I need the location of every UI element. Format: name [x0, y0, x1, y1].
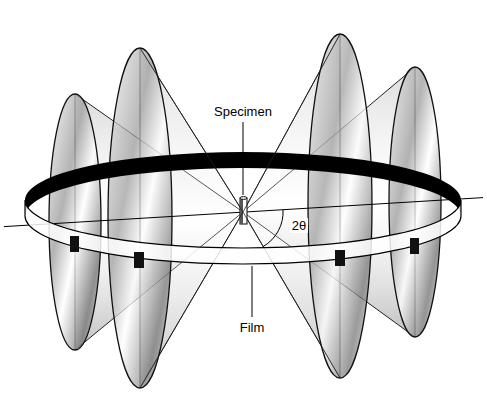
film-exposed-line	[70, 236, 419, 268]
angle-label: 2θ	[290, 218, 308, 233]
cone-base	[49, 34, 441, 388]
cone-line	[140, 34, 340, 388]
film-label: Film	[238, 320, 267, 335]
angle-arc	[263, 210, 283, 247]
diffraction-cone	[75, 34, 415, 388]
leader-line	[252, 266, 253, 317]
leader-line	[243, 122, 244, 195]
film-strip-front	[25, 200, 461, 264]
specimen-label: Specimen	[212, 104, 274, 119]
